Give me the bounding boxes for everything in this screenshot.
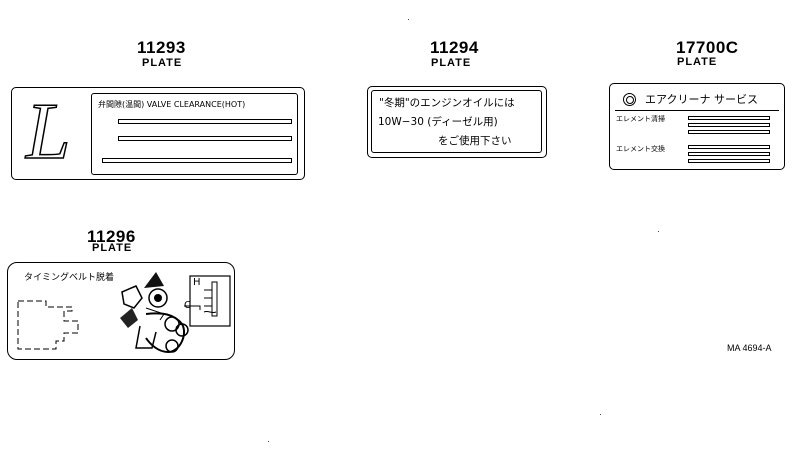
replace-bar-1 — [688, 145, 770, 149]
clean-bar-1 — [688, 116, 770, 120]
oil-notice-panel: "冬期"のエンジンオイルには 10W−30 (ディーゼル用) をご使用下さい — [371, 90, 542, 153]
oil-notice-line-1: "冬期"のエンジンオイルには — [379, 97, 515, 109]
scan-speck — [600, 414, 601, 415]
scan-speck — [658, 231, 659, 232]
hot-marker-h: H — [193, 277, 201, 288]
clearance-bar-2 — [118, 136, 292, 141]
valve-clearance-text: 弁間隙(温間) VALVE CLEARANCE(HOT) — [98, 100, 246, 109]
replace-bar-3 — [688, 159, 770, 163]
plate-17700c: エアクリーナ サービス エレメント清掃 エレメント交換 — [609, 83, 785, 170]
timing-belt-diagram-icon — [120, 272, 231, 354]
plate-11294: "冬期"のエンジンオイルには 10W−30 (ディーゼル用) をご使用下さい — [367, 86, 547, 158]
oil-notice-line-2: 10W−30 (ディーゼル用) — [378, 116, 498, 128]
part-number-17700c: 17700C — [676, 38, 739, 57]
toyota-logo-icon — [623, 93, 636, 106]
cold-marker-c: C — [184, 300, 191, 311]
timing-belt-title: タイミングベルト脱着 — [24, 273, 115, 283]
part-number-11293: 11293 — [137, 38, 186, 57]
clean-bar-3 — [688, 130, 770, 134]
engine-block-outline — [17, 300, 79, 350]
scan-speck — [268, 441, 269, 442]
part-number-11296: 11296 — [87, 227, 136, 246]
clean-bar-2 — [688, 123, 770, 127]
valve-clearance-panel: 弁間隙(温間) VALVE CLEARANCE(HOT) — [91, 93, 298, 175]
plate-11296: タイミングベルト脱着 H C — [7, 262, 235, 360]
plate-label-11294: PLATE — [431, 57, 472, 69]
scan-speck — [408, 19, 409, 20]
plate-letter-l: L — [25, 88, 71, 176]
plate-label-11296: PLATE — [92, 242, 133, 254]
clearance-bar-1 — [118, 119, 292, 124]
part-number-11294: 11294 — [430, 38, 479, 57]
replace-bar-2 — [688, 152, 770, 156]
oil-notice-line-3: をご使用下さい — [438, 135, 512, 147]
air-cleaner-title: エアクリーナ サービス — [645, 93, 758, 106]
clearance-bar-3 — [102, 158, 292, 163]
element-replace-label: エレメント交換 — [616, 145, 665, 153]
plate-label-17700c: PLATE — [677, 56, 718, 68]
title-divider — [615, 110, 779, 111]
drawing-reference-code: MA 4694-A — [727, 343, 772, 353]
plate-11293: L 弁間隙(温間) VALVE CLEARANCE(HOT) — [11, 87, 305, 180]
element-clean-label: エレメント清掃 — [616, 115, 665, 123]
plate-label-11293: PLATE — [142, 57, 183, 69]
